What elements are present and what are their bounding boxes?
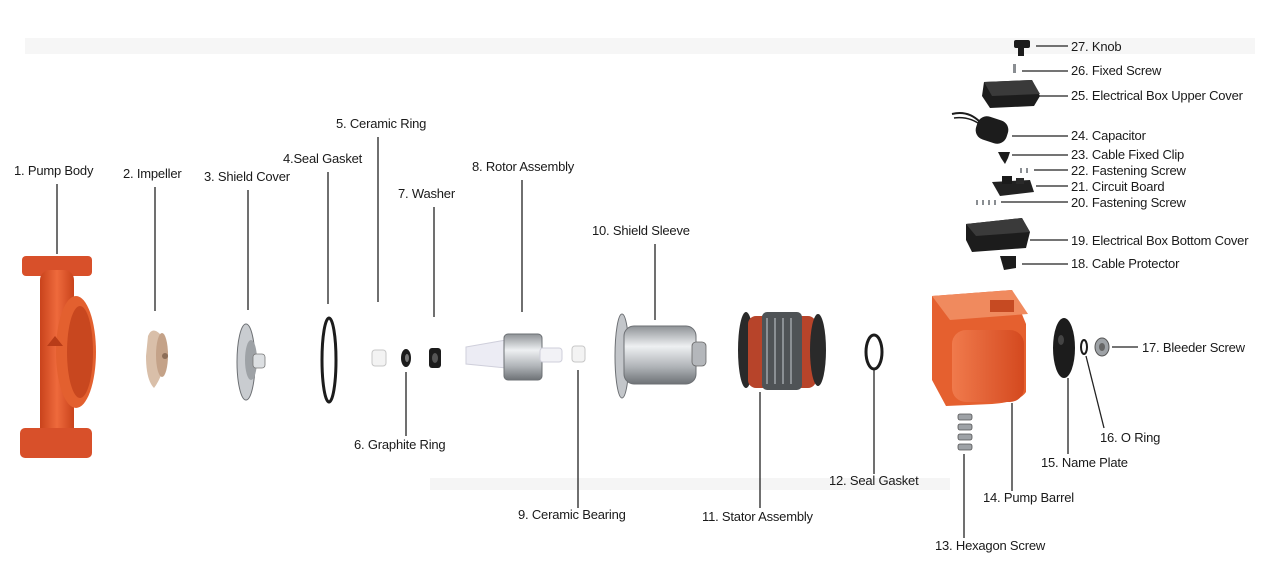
label-name-plate: 15. Name Plate xyxy=(1041,455,1128,470)
label-impeller: 2. Impeller xyxy=(123,166,182,181)
rotor-assembly-part xyxy=(465,333,563,381)
impeller-part xyxy=(146,330,168,388)
knob-part xyxy=(1014,40,1030,56)
label-rotor-assembly: 8. Rotor Assembly xyxy=(472,159,575,174)
label-graphite-ring: 6. Graphite Ring xyxy=(354,437,446,452)
leader-lines xyxy=(56,45,1138,538)
label-cable-fixed-clip: 23. Cable Fixed Clip xyxy=(1071,147,1185,162)
seal-gasket-part xyxy=(320,316,338,404)
background-stripe xyxy=(430,478,950,490)
pump-body-part xyxy=(20,256,96,458)
pump-barrel-part xyxy=(932,290,1028,406)
label-electrical-box-bottom-cover: 19. Electrical Box Bottom Cover xyxy=(1071,233,1249,248)
electrical-box-bottom-cover-part xyxy=(966,218,1030,252)
bleeder-screw-part xyxy=(1094,337,1110,357)
label-o-ring: 16. O Ring xyxy=(1100,430,1161,445)
cable-fixed-clip-part xyxy=(998,152,1010,164)
graphite-ring-part xyxy=(401,349,411,367)
fastening-screw-20-part xyxy=(976,200,996,205)
label-fixed-screw: 26. Fixed Screw xyxy=(1071,63,1162,78)
label-cable-protector: 18. Cable Protector xyxy=(1071,256,1180,271)
seal-gasket-2-part xyxy=(864,333,884,371)
label-bleeder-screw: 17. Bleeder Screw xyxy=(1142,340,1245,355)
capacitor-part xyxy=(951,112,1009,144)
label-washer: 7. Washer xyxy=(398,186,455,201)
label-shield-sleeve: 10. Shield Sleeve xyxy=(592,223,690,238)
label-knob: 27. Knob xyxy=(1071,39,1122,54)
name-plate-part xyxy=(1053,318,1075,378)
o-ring-part xyxy=(1080,339,1088,355)
label-fastening-screw-22: 22. Fastening Screw xyxy=(1071,163,1186,178)
shield-cover-part xyxy=(236,323,266,401)
label-seal-gasket-4: 4.Seal Gasket xyxy=(283,151,363,166)
hexagon-screw-part xyxy=(957,413,973,451)
fixed-screw-part xyxy=(1013,64,1016,73)
stator-assembly-part xyxy=(738,312,826,390)
ceramic-ring-part xyxy=(371,349,387,367)
cable-protector-part xyxy=(1000,256,1016,270)
shield-sleeve-part xyxy=(614,313,707,399)
label-fastening-screw-20: 20. Fastening Screw xyxy=(1071,195,1186,210)
label-circuit-board: 21. Circuit Board xyxy=(1071,179,1165,194)
label-pump-body: 1. Pump Body xyxy=(14,163,94,178)
label-pump-barrel: 14. Pump Barrel xyxy=(983,490,1074,505)
background-stripe xyxy=(25,38,1255,54)
label-electrical-box-upper-cover: 25. Electrical Box Upper Cover xyxy=(1071,88,1243,103)
label-stator-assembly: 11. Stator Assembly xyxy=(702,509,813,524)
ceramic-bearing-part xyxy=(571,345,586,363)
fastening-screw-22-part xyxy=(1020,168,1028,173)
label-seal-gasket-12: 12. Seal Gasket xyxy=(829,473,919,488)
electrical-box-upper-cover-part xyxy=(982,80,1040,108)
label-capacitor: 24. Capacitor xyxy=(1071,128,1146,143)
label-shield-cover: 3. Shield Cover xyxy=(204,169,290,184)
label-hexagon-screw: 13. Hexagon Screw xyxy=(935,538,1046,553)
label-ceramic-ring: 5. Ceramic Ring xyxy=(336,116,427,131)
label-ceramic-bearing: 9. Ceramic Bearing xyxy=(518,507,626,522)
circuit-board-part xyxy=(992,176,1034,196)
washer-part xyxy=(429,348,441,368)
